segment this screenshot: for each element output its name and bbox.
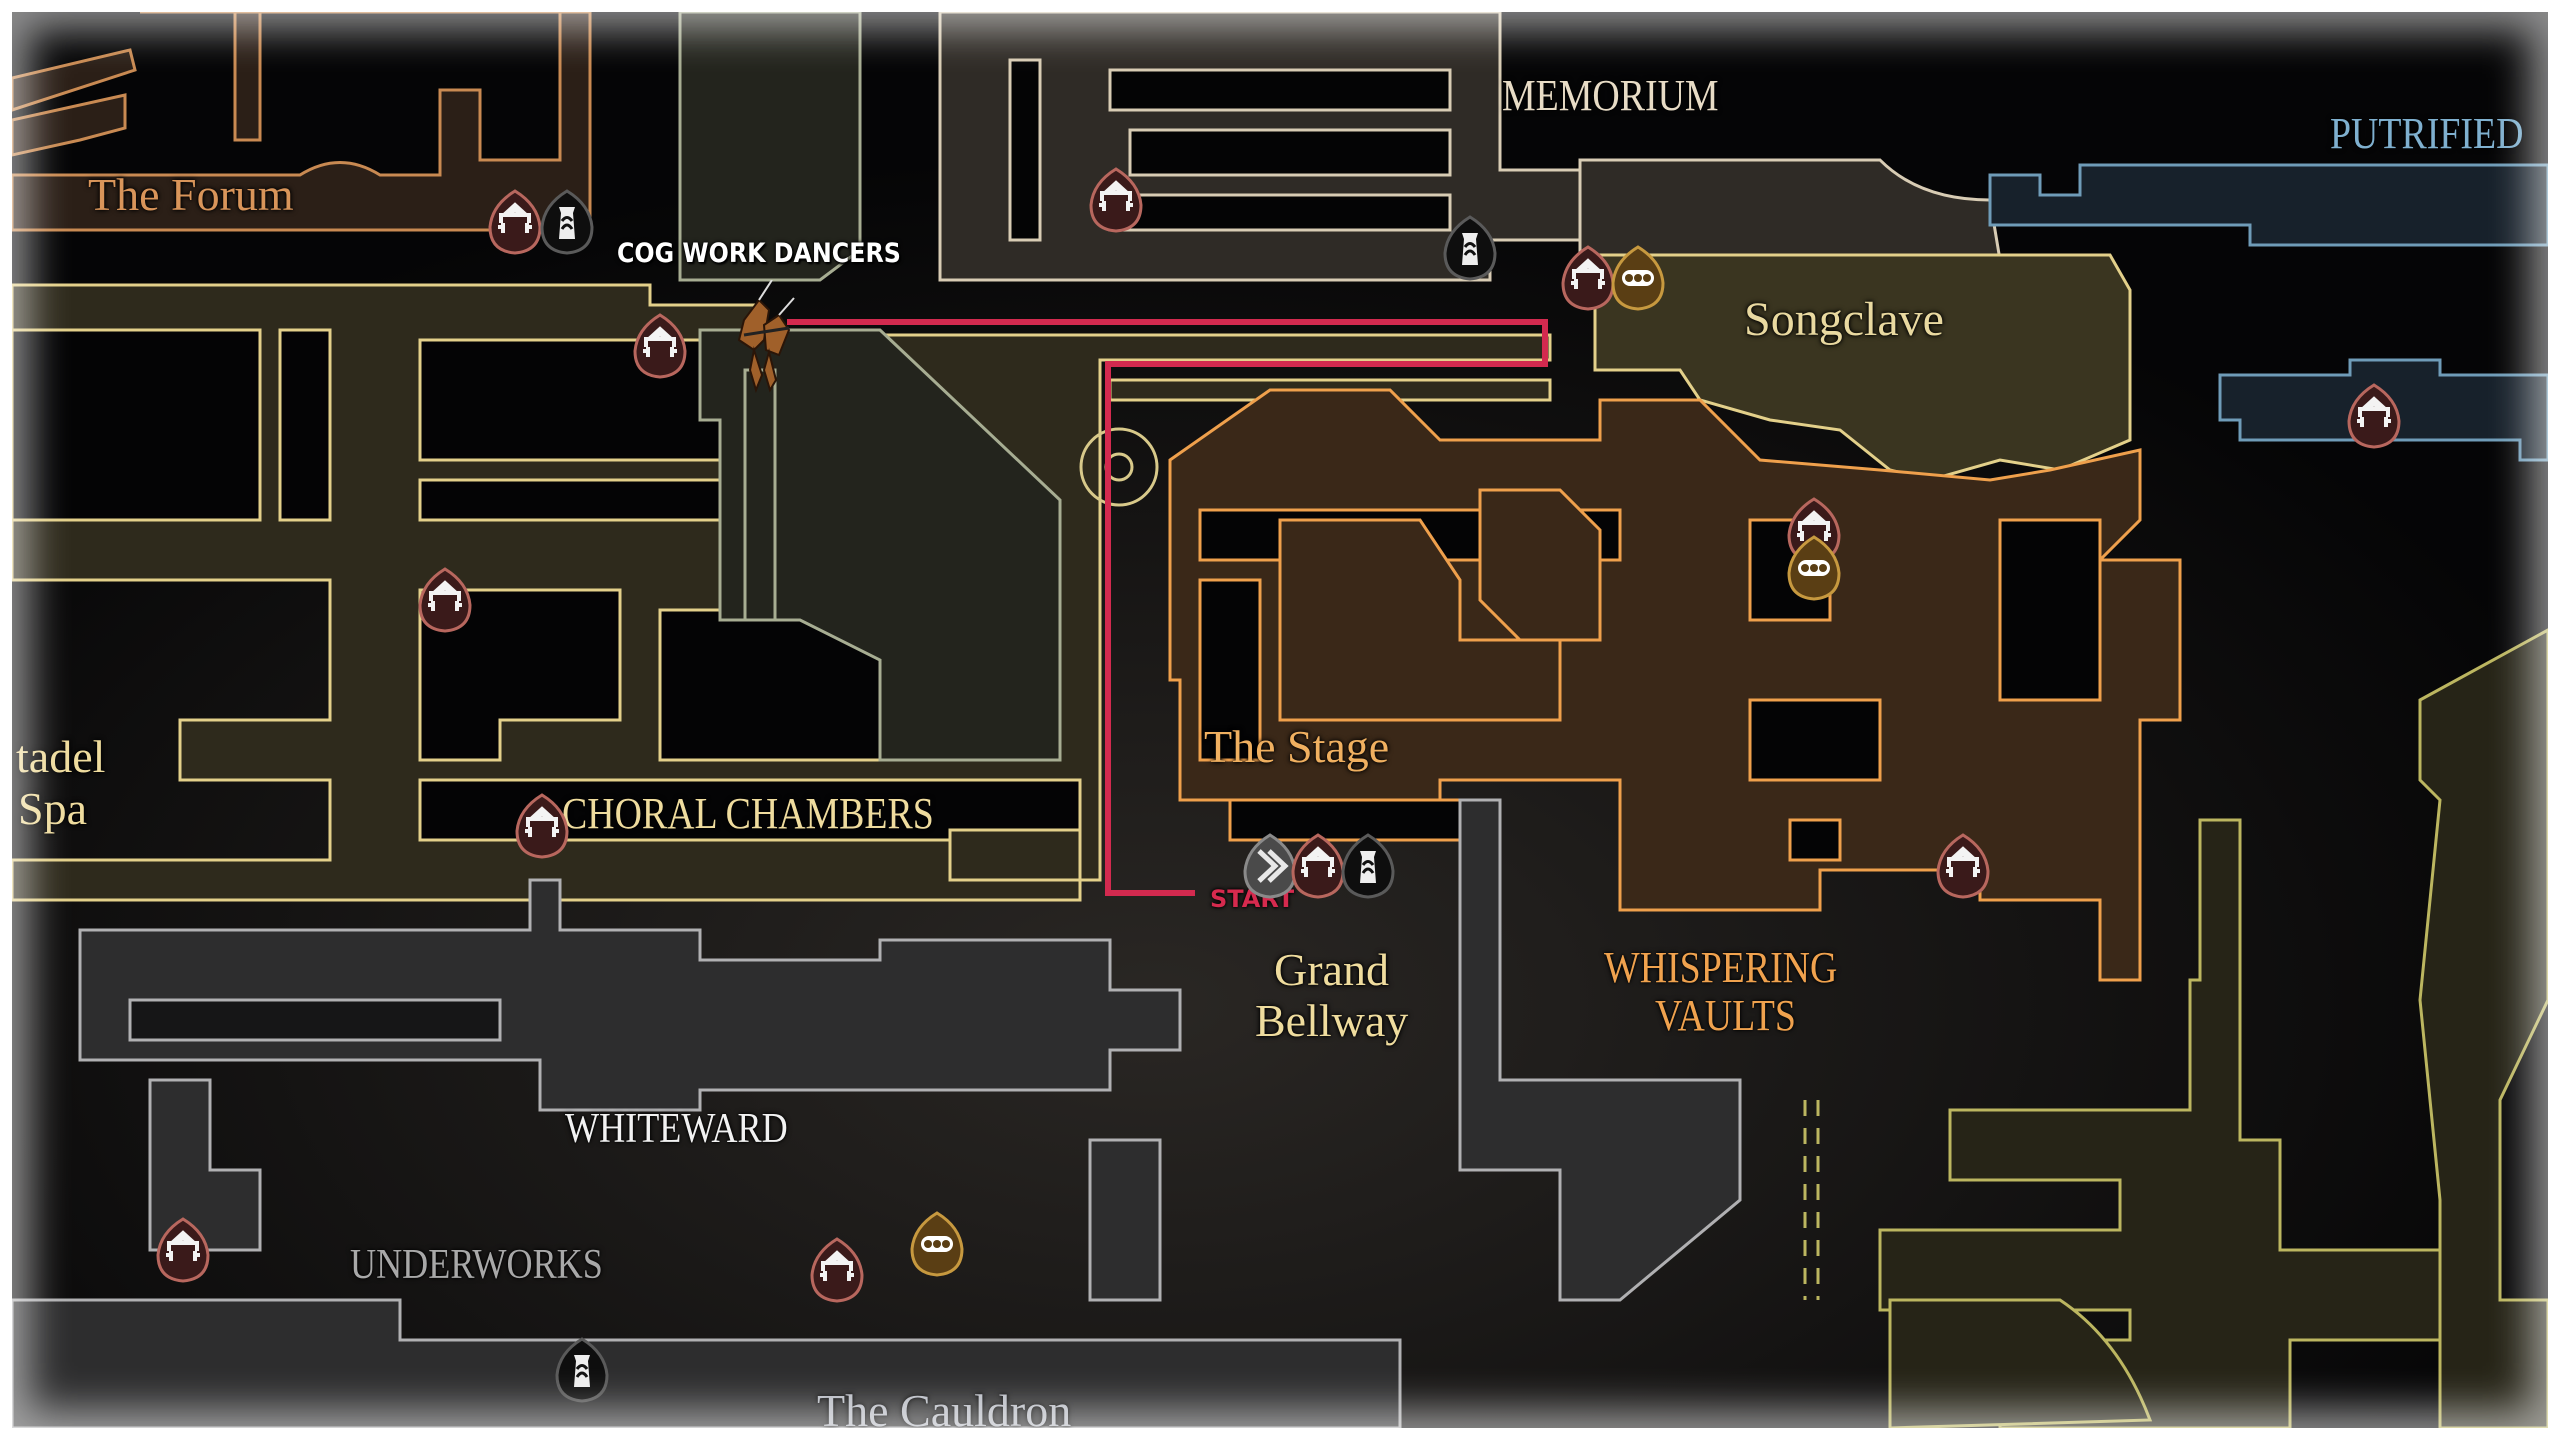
boss-label: COG WORK DANCERS (617, 238, 901, 269)
world-map[interactable] (12, 12, 2548, 1428)
bench-icon[interactable] (631, 313, 689, 379)
region-east-olive (1878, 628, 2548, 1428)
area-label-choral-chambers: CHORAL CHAMBERS (562, 789, 934, 838)
cogwork-dancers-boss-icon[interactable] (724, 279, 804, 400)
bench-icon[interactable] (513, 793, 571, 859)
region-memorium (938, 12, 2002, 282)
bellway-icon[interactable] (538, 189, 596, 255)
bench-icon[interactable] (808, 1237, 866, 1303)
area-label-underworks: UNDERWORKS (350, 1242, 603, 1288)
region-whiteward (12, 798, 1742, 1428)
area-label-the-stage: The Stage (1204, 721, 1390, 772)
area-label-grand-bellway-line1: Grand (1274, 944, 1389, 995)
bench-icon[interactable] (1289, 833, 1347, 899)
area-label-whispering-vaults-line1: WHISPERING (1604, 943, 1838, 992)
dashed-passage (1803, 1100, 1820, 1300)
bench-icon[interactable] (1559, 245, 1617, 311)
fast-travel-arrow-icon[interactable] (1241, 833, 1299, 899)
area-label-citadel-spa-line1: tadel (16, 731, 106, 782)
region-the-forum (12, 12, 592, 232)
bench-icon[interactable] (486, 189, 544, 255)
area-label-citadel-spa-line2: Spa (18, 783, 87, 834)
area-label-whispering-vaults-line2: VAULTS (1655, 991, 1796, 1040)
bench-icon[interactable] (2345, 383, 2403, 449)
bench-icon[interactable] (154, 1217, 212, 1283)
area-label-putrified: PUTRIFIED (2330, 109, 2524, 158)
bellway-icon[interactable] (1339, 833, 1397, 899)
map-frame: The Forum MEMORIUM PUTRIFIED Songclave C… (12, 12, 2548, 1428)
area-label-songclave: Songclave (1744, 293, 1944, 346)
rosary-vendor-icon[interactable] (1609, 245, 1667, 311)
bench-icon[interactable] (1087, 167, 1145, 233)
bench-icon[interactable] (416, 567, 474, 633)
bellway-icon[interactable] (1441, 215, 1499, 281)
region-whispering-vaults (1168, 388, 2182, 982)
area-label-whiteward: WHITEWARD (565, 1106, 788, 1152)
area-label-the-cauldron: The Cauldron (817, 1385, 1072, 1429)
rosary-vendor-icon[interactable] (1785, 535, 1843, 601)
area-label-memorium: MEMORIUM (1502, 71, 1719, 120)
rosary-vendor-icon[interactable] (908, 1211, 966, 1277)
area-label-the-forum: The Forum (88, 169, 294, 220)
region-cogwork-core (678, 12, 1062, 762)
bellway-icon[interactable] (553, 1337, 611, 1403)
bench-icon[interactable] (1934, 833, 1992, 899)
area-label-grand-bellway-line2: Bellway (1255, 995, 1409, 1046)
route-path (787, 319, 1548, 896)
